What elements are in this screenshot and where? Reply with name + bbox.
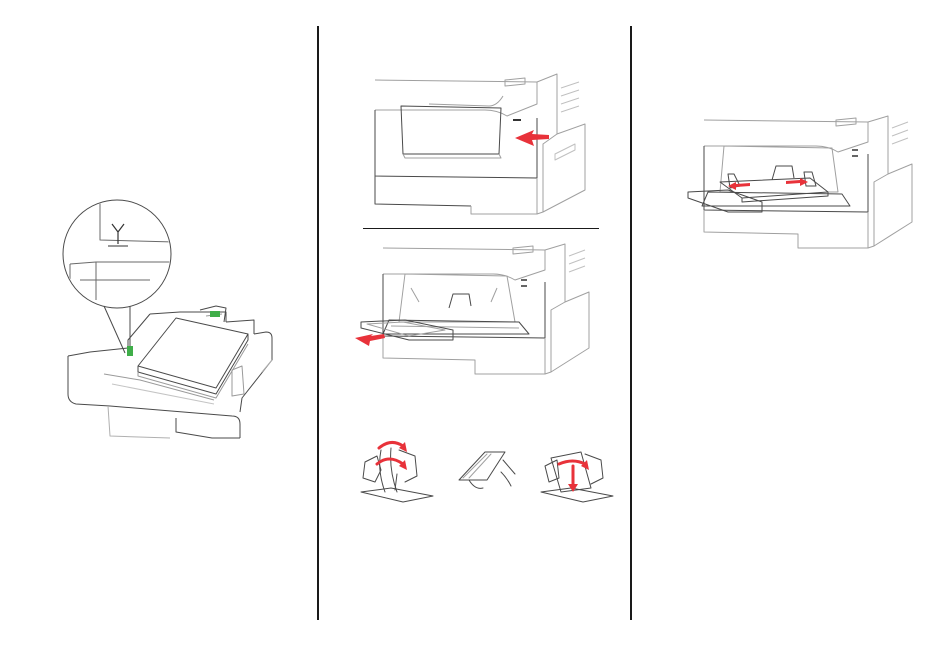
align-arrows	[559, 461, 585, 486]
panel-multipurpose-feeder-steps	[319, 0, 631, 660]
open-multipurpose-feeder-icon	[319, 74, 631, 224]
load-paper-in-multipurpose-feeder-icon	[632, 116, 950, 266]
step-separator	[363, 228, 599, 229]
align-paper-figure	[541, 452, 613, 502]
flex-fan-align-paper-icon	[319, 430, 631, 510]
panel-tray-fill-line	[0, 0, 318, 660]
flex-paper-figure	[361, 448, 433, 502]
fan-paper-figure	[459, 452, 515, 488]
tray-guide-indicator	[210, 311, 220, 317]
pull-out-feeder-extender-icon	[319, 238, 631, 388]
fill-line-indicator	[127, 346, 133, 356]
panel-load-feeder	[632, 0, 950, 660]
paper-tray-with-fill-line-callout-icon	[0, 0, 318, 660]
pull-arrow	[355, 334, 385, 346]
